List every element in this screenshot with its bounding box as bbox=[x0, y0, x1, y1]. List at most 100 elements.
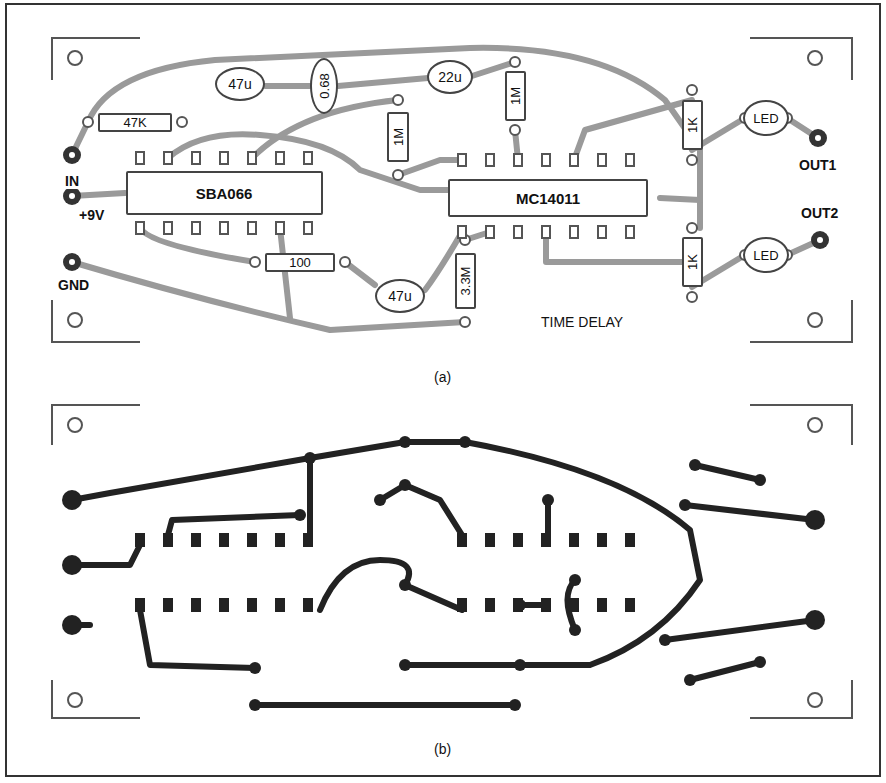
ic-pin bbox=[192, 222, 200, 234]
mounting-hole bbox=[808, 313, 822, 327]
component-value: 22u bbox=[438, 70, 461, 84]
ic-pin bbox=[458, 226, 466, 238]
ic-pin bbox=[276, 222, 284, 234]
copper-pad bbox=[459, 436, 471, 448]
component-value: SBA066 bbox=[196, 186, 253, 201]
terminal-pad bbox=[63, 253, 81, 271]
copper-ic-pad bbox=[135, 533, 145, 547]
ic-pin bbox=[220, 152, 228, 164]
component-pad bbox=[83, 57, 792, 327]
copper-pad bbox=[374, 494, 386, 506]
ic-pin bbox=[542, 226, 550, 238]
led-symbol: LED bbox=[743, 237, 789, 273]
copper-ic-pad bbox=[513, 598, 523, 612]
mounting-hole bbox=[68, 418, 82, 432]
ic-pin bbox=[136, 222, 144, 234]
component-pad bbox=[687, 155, 697, 165]
copper-trace bbox=[140, 610, 255, 668]
copper-ic-pad bbox=[191, 598, 201, 612]
copper-ic-pad bbox=[597, 533, 607, 547]
component-pad bbox=[687, 292, 697, 302]
copper-pad bbox=[689, 459, 701, 471]
board-corner-mark bbox=[52, 405, 140, 445]
copper-pad bbox=[399, 579, 411, 591]
ic-pin bbox=[136, 152, 144, 164]
terminal-pad bbox=[817, 237, 823, 243]
copper-ic-pad bbox=[569, 598, 579, 612]
board-corner-mark bbox=[52, 38, 140, 80]
ic-pin bbox=[486, 154, 494, 166]
ic-pin bbox=[164, 222, 172, 234]
copper-pad bbox=[514, 659, 526, 671]
copper-ic-pad bbox=[303, 598, 313, 612]
copper-pad bbox=[754, 656, 766, 668]
component-pad bbox=[393, 170, 403, 180]
component-value: MC14011 bbox=[516, 191, 580, 206]
page-frame bbox=[6, 4, 880, 776]
ic-pin bbox=[514, 154, 522, 166]
ic-pin bbox=[276, 152, 284, 164]
component-side-trace bbox=[88, 48, 700, 228]
figure-caption: (a) bbox=[432, 370, 453, 385]
copper-ic-pad bbox=[625, 598, 635, 612]
copper-pad bbox=[62, 436, 825, 711]
copper-trace bbox=[255, 702, 515, 708]
component-pad bbox=[460, 317, 470, 327]
component-value: 1M bbox=[392, 128, 405, 146]
copper-ic-pad bbox=[541, 533, 551, 547]
copper-ic-pad bbox=[275, 533, 285, 547]
copper-ic-pad bbox=[191, 533, 201, 547]
copper-ic-pad bbox=[597, 598, 607, 612]
terminal-pad bbox=[69, 259, 75, 265]
resistor-symbol: 3.3M bbox=[455, 253, 476, 309]
board-corner-mark bbox=[52, 680, 140, 718]
resistor-symbol: 100 bbox=[265, 253, 335, 272]
terminal-label: +9V bbox=[77, 208, 106, 223]
ic-pin bbox=[486, 226, 494, 238]
ic-pin bbox=[458, 154, 466, 166]
ic-pin bbox=[248, 152, 256, 164]
component-value: 47K bbox=[123, 116, 146, 129]
copper-trace bbox=[72, 442, 700, 665]
board-corner-mark bbox=[750, 405, 852, 445]
terminal-pad bbox=[809, 129, 827, 147]
copper-pad bbox=[569, 574, 581, 586]
copper-ic-pad bbox=[163, 533, 173, 547]
copper-ic-pad bbox=[219, 533, 229, 547]
copper-trace bbox=[380, 485, 462, 535]
resistor-symbol: 1K bbox=[682, 100, 703, 150]
resistor-symbol: 1M bbox=[387, 112, 409, 162]
copper-pad bbox=[399, 436, 411, 448]
copper-pad bbox=[399, 479, 411, 491]
ic-pin bbox=[304, 152, 312, 164]
copper-ic-pad bbox=[485, 533, 495, 547]
copper-trace bbox=[307, 458, 313, 535]
electrolytic-capacitor: 47u bbox=[375, 279, 425, 313]
ic-pin bbox=[626, 226, 634, 238]
copper-pad bbox=[805, 610, 825, 630]
copper-ic-pad bbox=[485, 598, 495, 612]
copper-pad bbox=[514, 599, 526, 611]
terminal-label: OUT1 bbox=[797, 158, 838, 173]
component-side-trace bbox=[338, 78, 428, 86]
terminal-label: IN bbox=[63, 174, 81, 189]
component-pad bbox=[510, 57, 520, 67]
resistor-symbol: 47K bbox=[98, 113, 172, 132]
component-side-trace bbox=[398, 160, 462, 175]
ic-pin bbox=[542, 154, 550, 166]
copper-trace bbox=[695, 465, 760, 480]
component-value: 1K bbox=[686, 254, 699, 270]
copper-pad bbox=[249, 699, 261, 711]
component-value: LED bbox=[753, 249, 778, 262]
ic-pin bbox=[164, 152, 172, 164]
film-capacitor: 0.68 bbox=[310, 58, 338, 114]
terminal-pad bbox=[63, 129, 829, 271]
copper-pad bbox=[679, 499, 691, 511]
copper-pad bbox=[249, 662, 261, 674]
copper-pad bbox=[62, 490, 82, 510]
component-side-trace bbox=[546, 232, 692, 262]
copper-ic-pad bbox=[303, 533, 313, 547]
resistor-symbol: 1M bbox=[505, 71, 526, 121]
component-value: 1K bbox=[686, 117, 699, 133]
copper-pad bbox=[754, 474, 766, 486]
